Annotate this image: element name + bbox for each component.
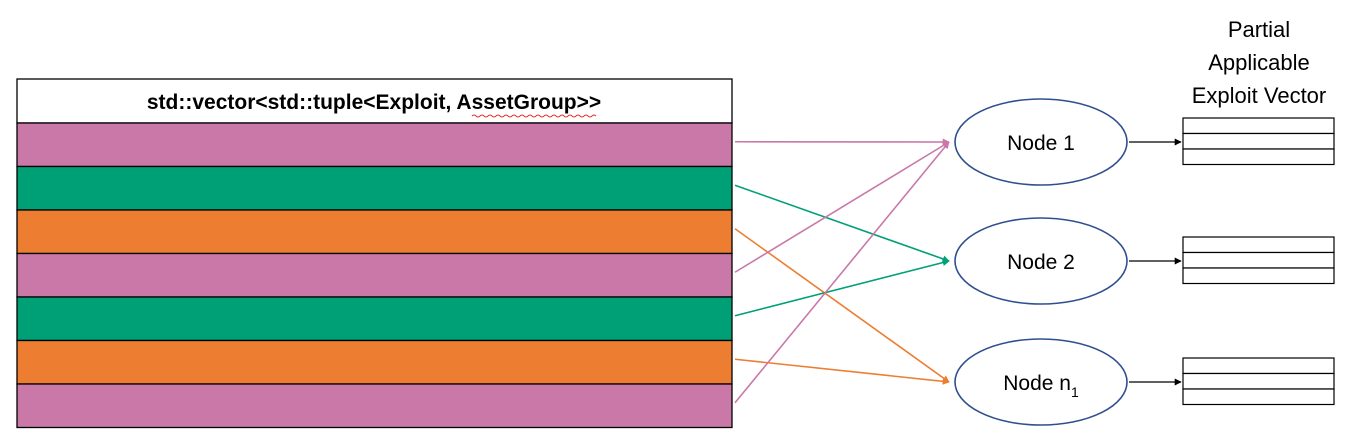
vector-rows bbox=[16, 122, 733, 429]
connection-arrow bbox=[734, 141, 950, 273]
exploit-vector-table: std::vector<std::tuple<Exploit, AssetGro… bbox=[16, 78, 733, 429]
node-ellipse bbox=[954, 217, 1128, 305]
partial-vector-box bbox=[1182, 117, 1335, 166]
partial-vector-cell bbox=[1182, 388, 1335, 406]
partial-vector-title-line-2: Applicable bbox=[1208, 50, 1310, 75]
vector-header-box bbox=[16, 78, 733, 124]
connection-arrow bbox=[734, 141, 950, 404]
node-label: Node 2 bbox=[1007, 251, 1075, 274]
node-ellipse bbox=[954, 98, 1128, 186]
connection-arrow bbox=[734, 259, 950, 317]
node-label: Node n1 bbox=[1003, 372, 1079, 400]
node-ellipse bbox=[954, 338, 1128, 426]
vector-row bbox=[16, 165, 733, 211]
connection-arrows bbox=[734, 138, 950, 404]
vector-row bbox=[16, 383, 733, 429]
vector-row bbox=[16, 339, 733, 385]
node-3: Node n1 bbox=[954, 338, 1128, 426]
vector-row bbox=[16, 252, 733, 298]
node-label: Node 1 bbox=[1007, 132, 1075, 155]
partial-vector-cell bbox=[1182, 251, 1335, 269]
partial-vector-cell bbox=[1182, 132, 1335, 150]
vector-header-label: std::vector<std::tuple<Exploit, AssetGro… bbox=[147, 91, 601, 114]
partial-vector-cell bbox=[1182, 236, 1335, 254]
partial-vector-box bbox=[1182, 236, 1335, 285]
partial-vector-cell bbox=[1182, 267, 1335, 285]
vector-row bbox=[16, 296, 733, 342]
partial-vector-cell bbox=[1182, 117, 1335, 135]
node-1: Node 1 bbox=[954, 98, 1128, 186]
connection-arrow bbox=[734, 184, 950, 263]
node-2: Node 2 bbox=[954, 217, 1128, 305]
partial-vector-cell bbox=[1182, 372, 1335, 390]
connection-arrow bbox=[734, 358, 950, 385]
partial-vector-title-line-3: Exploit Vector bbox=[1192, 83, 1327, 108]
partial-vectors: Partial Applicable Exploit Vector bbox=[1129, 17, 1335, 406]
spellcheck-underline bbox=[471, 114, 597, 118]
vector-row bbox=[16, 122, 733, 168]
nodes: Node 1 Node 2 Node n1 bbox=[954, 98, 1128, 426]
connection-arrow bbox=[734, 228, 950, 383]
vector-row bbox=[16, 209, 733, 255]
partial-vector-cell bbox=[1182, 148, 1335, 166]
partial-vector-cell bbox=[1182, 357, 1335, 375]
partial-vector-box bbox=[1182, 357, 1335, 406]
partial-vector-title-line-1: Partial bbox=[1228, 17, 1290, 42]
